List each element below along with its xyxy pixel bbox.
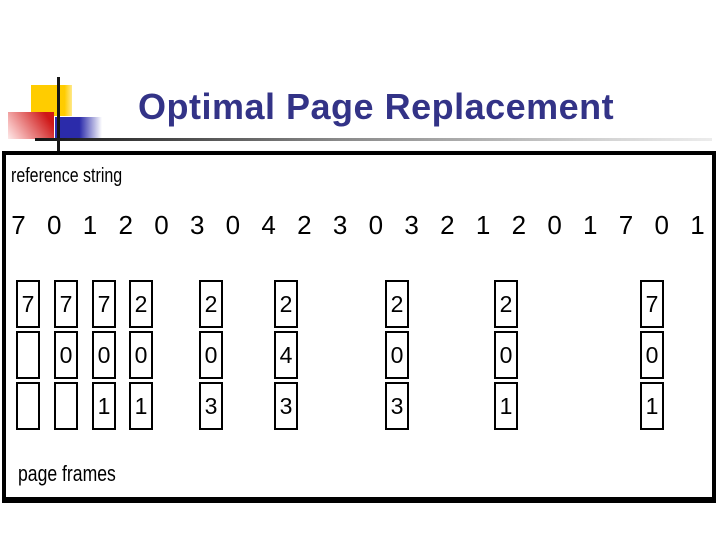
- frame-cell: 4: [274, 331, 298, 379]
- frame-cell: [54, 382, 78, 430]
- frame-cell: [16, 382, 40, 430]
- reference-digit: 4: [261, 210, 275, 240]
- reference-digit: 0: [368, 210, 383, 240]
- reference-digit: 0: [225, 210, 240, 240]
- frame-cell: 2: [199, 280, 223, 328]
- frame-cell: 3: [385, 382, 409, 430]
- frame-cell: 0: [92, 331, 116, 379]
- frame-cell: 2: [274, 280, 298, 328]
- frame-column: 7: [16, 280, 40, 433]
- frame-cell: 1: [640, 382, 664, 430]
- frame-cell: 0: [494, 331, 518, 379]
- reference-digit: 3: [189, 210, 204, 240]
- frame-cell: 0: [640, 331, 664, 379]
- logo-red-square: [8, 112, 54, 139]
- reference-digit: 2: [440, 210, 454, 240]
- reference-digit: 2: [118, 210, 132, 240]
- frame-cell: 1: [129, 382, 153, 430]
- reference-digit: 1: [82, 210, 97, 240]
- frame-cell: 7: [16, 280, 40, 328]
- frame-cell: 3: [274, 382, 298, 430]
- reference-digit: 0: [154, 210, 168, 240]
- reference-digit: 1: [583, 210, 597, 240]
- frame-cell: 0: [129, 331, 153, 379]
- frame-cell: 0: [54, 331, 78, 379]
- logo-yellow-square: [31, 85, 72, 116]
- reference-digit: 2: [297, 210, 311, 240]
- frame-cell: 2: [494, 280, 518, 328]
- frame-cell: 7: [54, 280, 78, 328]
- frame-cell: 3: [199, 382, 223, 430]
- reference-digit: 0: [47, 210, 61, 240]
- frame-cell: 7: [640, 280, 664, 328]
- page-frames-label: page frames: [18, 461, 116, 486]
- reference-digit: 7: [11, 210, 25, 240]
- reference-digit: 1: [690, 210, 704, 240]
- frame-cell: 0: [199, 331, 223, 379]
- frame-cell: 2: [129, 280, 153, 328]
- title-underline: [35, 138, 712, 141]
- reference-digit: 0: [547, 210, 561, 240]
- frame-cell: 1: [92, 382, 116, 430]
- reference-digit: 7: [618, 210, 633, 240]
- reference-digit: 3: [404, 210, 418, 240]
- slide-title: Optimal Page Replacement: [138, 86, 615, 127]
- frame-cell: [16, 331, 40, 379]
- reference-digit: 1: [475, 210, 490, 240]
- frame-cell: 0: [385, 331, 409, 379]
- reference-digit: 0: [654, 210, 669, 240]
- frame-cell: 7: [92, 280, 116, 328]
- reference-string-label: reference string: [11, 165, 123, 187]
- frame-cell: 2: [385, 280, 409, 328]
- reference-digit: 2: [511, 210, 526, 240]
- logo-blue-square: [55, 117, 102, 141]
- reference-digit: 3: [332, 210, 347, 240]
- logo-vertical-line: [57, 77, 60, 153]
- frame-cell: 1: [494, 382, 518, 430]
